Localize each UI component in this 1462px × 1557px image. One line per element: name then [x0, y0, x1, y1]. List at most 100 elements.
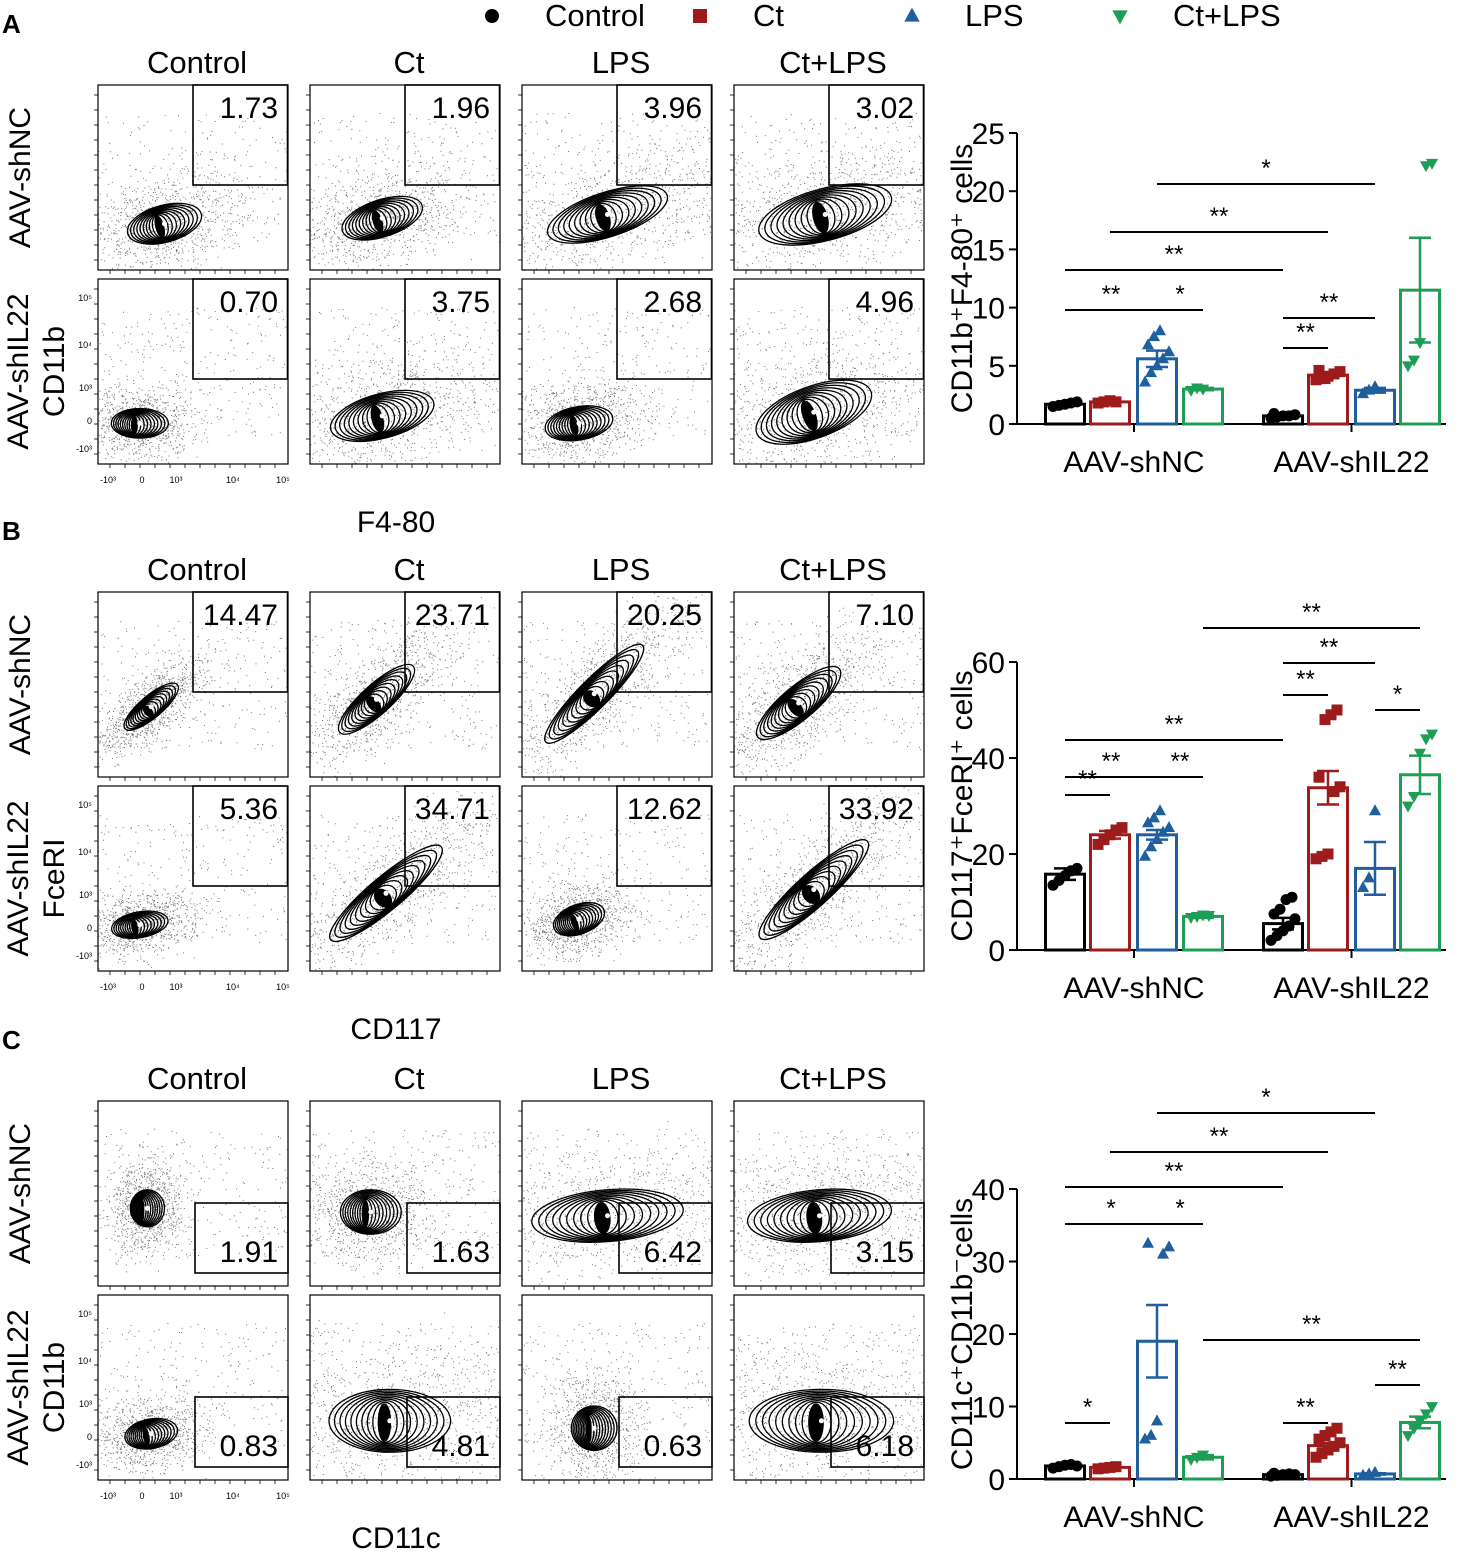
gate-box	[828, 591, 925, 693]
category-label: AAV-shIL22	[1273, 1501, 1429, 1534]
data-point	[1147, 811, 1161, 823]
flow-plot: 1.96	[306, 84, 501, 274]
y-tick-label: 25	[972, 118, 1005, 151]
density-contour	[355, 1396, 418, 1447]
gate-value: 1.91	[220, 1236, 278, 1269]
contour-center	[576, 916, 582, 922]
density-contour	[760, 1191, 877, 1241]
density-contour	[782, 192, 864, 240]
data-point	[1289, 1469, 1301, 1481]
y-tick-label: 0	[988, 1464, 1005, 1497]
column-title: Control	[147, 552, 247, 587]
data-point	[1356, 387, 1370, 399]
data-point	[1331, 704, 1343, 716]
density-contour	[570, 1405, 618, 1452]
data-point	[1116, 822, 1128, 834]
density-contour	[356, 1197, 377, 1230]
density-contour	[339, 1189, 402, 1235]
plot-contents	[310, 1312, 500, 1480]
density-contour	[329, 389, 435, 443]
data-point	[1141, 1236, 1155, 1248]
data-point	[1092, 1463, 1104, 1475]
density-contour	[776, 189, 871, 242]
density-contour	[538, 1189, 676, 1242]
significance-label: **	[1165, 711, 1184, 738]
flow-plot: 4.96	[730, 278, 925, 468]
data-point	[1413, 748, 1427, 760]
category-label: AAV-shIL22	[1273, 446, 1429, 479]
gate-value: 33.92	[839, 793, 914, 826]
data-point	[1319, 373, 1331, 385]
data-point	[1141, 816, 1155, 828]
density-contour	[760, 382, 867, 444]
data-point	[1092, 397, 1104, 409]
density-contour	[582, 1413, 598, 1446]
data-point	[1319, 1430, 1331, 1441]
plot-frame	[309, 1294, 501, 1481]
event-dots	[98, 307, 288, 464]
data-point	[1319, 714, 1331, 726]
data-point	[1098, 1462, 1110, 1474]
contour-center	[576, 420, 582, 426]
density-contour	[573, 1197, 635, 1237]
density-contour	[333, 1390, 445, 1452]
data-point	[1150, 359, 1164, 371]
data-point	[1419, 734, 1433, 746]
density-contour	[758, 183, 893, 246]
bar	[1089, 833, 1131, 952]
flow-plot: 3.02	[730, 84, 925, 274]
data-point	[1144, 1428, 1158, 1440]
column-title: Control	[147, 45, 247, 80]
density-contour	[800, 198, 843, 236]
significance-label: **	[1210, 203, 1229, 230]
flow-plot: 5.36	[94, 785, 289, 975]
x-axis-label: CD117	[350, 1013, 441, 1046]
density-contour	[585, 1416, 592, 1444]
data-point	[1156, 1247, 1170, 1259]
data-point	[1368, 804, 1382, 816]
column-title: LPS	[592, 1061, 651, 1096]
density-contour	[531, 1188, 684, 1243]
data-point	[1274, 903, 1286, 915]
data-point	[1331, 1422, 1343, 1434]
data-point	[1407, 792, 1421, 803]
density-contour	[357, 400, 401, 436]
density-contour	[126, 202, 203, 245]
row-label: AAV-shNC	[4, 1123, 37, 1264]
row-label: AAV-shIL22	[2, 800, 35, 956]
category-label: AAV-shNC	[1063, 972, 1204, 1005]
significance-label: *	[1261, 155, 1270, 182]
data-point	[1407, 1423, 1421, 1435]
significance-label: *	[1261, 1084, 1270, 1111]
density-contour	[129, 1189, 166, 1228]
y-tick-label: 15	[972, 234, 1005, 267]
contour-center	[387, 1418, 393, 1424]
gate-box	[404, 84, 501, 186]
gate-box	[828, 785, 925, 887]
y-tick-label: 10⁵	[78, 1309, 92, 1319]
plot-contents	[522, 307, 712, 464]
flow-plot: 14.47	[94, 591, 289, 781]
density-contour	[788, 1398, 848, 1446]
density-contour	[361, 1199, 370, 1228]
density-contour	[755, 1390, 887, 1452]
bar	[1399, 1420, 1441, 1481]
significance-label: *	[1083, 1394, 1092, 1421]
gate-box	[406, 1202, 501, 1274]
data-point	[1362, 871, 1376, 883]
data-point	[1310, 374, 1322, 386]
plot-contents	[734, 1316, 924, 1480]
density-contour	[577, 1410, 607, 1448]
panel-letter: C	[2, 1025, 21, 1055]
gate-box	[616, 278, 713, 380]
x-tick-label: -10³	[100, 982, 116, 992]
data-point	[1071, 862, 1083, 874]
y-tick-label: 0	[87, 1432, 92, 1442]
y-tick-label: 10	[972, 293, 1005, 326]
data-point	[1356, 881, 1370, 892]
x-tick-label: 10³	[169, 982, 182, 992]
contour-center	[591, 1425, 597, 1431]
legend-label: Ct+LPS	[1173, 0, 1281, 33]
